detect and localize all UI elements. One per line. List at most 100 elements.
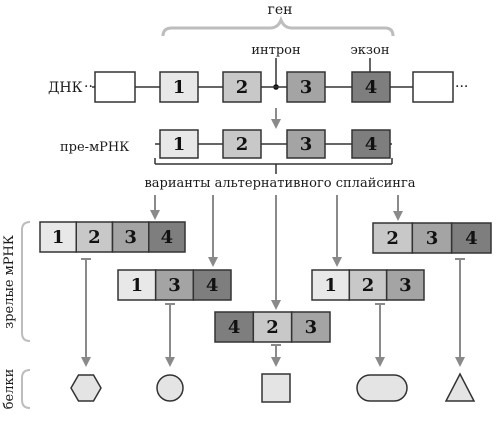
mature-mrna-2-exon-1: 1 — [117, 269, 157, 301]
mature-mrna-1-exon-2: 2 — [75, 221, 114, 253]
mature-mrna-4: 1 2 3 — [311, 269, 425, 301]
mature-mrna-2-exon-1-box — [117, 269, 157, 301]
mature-mrna-2: 1 3 4 — [117, 269, 232, 301]
mature-mrna-2-exon-2-number: 3 — [168, 275, 181, 296]
pre-mrna-label: пре-мРНК — [60, 140, 129, 155]
mature-mrna-1-exon-3: 3 — [111, 221, 150, 253]
dna-exon-3-box — [286, 71, 326, 103]
pre-mrna-exon-1: 1 — [159, 129, 199, 159]
gene-brace — [161, 15, 395, 37]
proteins — [70, 372, 476, 403]
dna-dots-right: ··· — [455, 79, 468, 95]
mature-mrna-1-exon-3-number: 3 — [124, 227, 137, 248]
pre-mrna-exon-3: 3 — [286, 129, 326, 159]
pre-mrna-exon-4-box — [351, 129, 391, 159]
pre-mrna-exon-4: 4 — [351, 129, 391, 159]
protein-triangle — [444, 372, 476, 402]
proteins-side-bracket — [21, 369, 31, 409]
mature-mrna-2-exon-3-number: 4 — [206, 275, 219, 296]
protein-square — [261, 373, 291, 403]
pre-mrna-exon-2-box — [222, 129, 262, 159]
mature-mrna-2-exon-3: 4 — [192, 269, 232, 301]
dna-flank-left — [94, 71, 136, 103]
pre-mrna-exon-2-number: 2 — [236, 134, 249, 155]
mature-mrna-5-exon-1: 2 — [372, 222, 414, 254]
dna-exon-2-box — [222, 71, 262, 103]
mature-mrna-3-exon-3: 3 — [290, 311, 331, 343]
protein-circle — [156, 374, 184, 402]
dna-exon-3: 3 — [286, 71, 326, 103]
mature-mrna-1-exon-2-number: 2 — [88, 227, 101, 248]
mature-mrna-5-exon-1-number: 2 — [386, 228, 399, 249]
mature-mrna-4-exon-2-box — [348, 269, 388, 301]
pre-mrna-exon-3-number: 3 — [300, 134, 313, 155]
mature-mrna-4-exon-2: 2 — [348, 269, 388, 301]
mature-mrna-3-exon-3-box — [290, 311, 331, 343]
dna-strand — [92, 71, 454, 103]
gene-label: ген — [268, 2, 293, 18]
mature-mrna-1-exon-1-number: 1 — [52, 227, 65, 248]
protein-rounded-rectangle — [356, 374, 408, 402]
mature-mrna-1: 1 2 3 4 — [39, 221, 186, 253]
dna-exon-1-box — [159, 71, 199, 103]
dna-exon-1-number: 1 — [173, 77, 186, 98]
mature-mrna-2-exon-3-box — [192, 269, 232, 301]
dna-exon-2: 2 — [222, 71, 262, 103]
mature-mrna-2-exon-2: 3 — [154, 269, 195, 301]
mature-mrna-4-exon-1-number: 1 — [324, 275, 337, 296]
pre-mrna-exon-2: 2 — [222, 129, 262, 159]
splicing-arrows — [150, 164, 403, 310]
mature-mrna-5-exon-2-number: 3 — [426, 228, 439, 249]
mature-mrna-1-exon-1-box — [39, 221, 77, 253]
mature-mrna-1-exon-2-box — [75, 221, 114, 253]
mature-mrna-3-exon-3-number: 3 — [305, 317, 318, 338]
dna-exon-1: 1 — [159, 71, 199, 103]
mature-mrna-4-exon-3-number: 3 — [399, 275, 412, 296]
mature-mrna-3-exon-1-number: 4 — [228, 317, 241, 338]
mature-mrna-side-bracket — [21, 221, 31, 342]
mature-mrna-label: зрелые мРНК — [2, 235, 17, 329]
mature-mrna-4-exon-2-number: 2 — [362, 275, 375, 296]
dna-exon-4-number: 4 — [365, 77, 378, 98]
mature-mrna-3-exon-1-box — [214, 311, 255, 343]
dna-dots-left: ··· — [84, 79, 97, 95]
pre-mrna-exon-3-box — [286, 129, 326, 159]
mature-mrna-5-exon-3-box — [450, 222, 492, 254]
proteins-label: белки — [2, 369, 17, 410]
mature-mrna-5-exon-2: 3 — [411, 222, 453, 254]
pre-mrna-exon-1-number: 1 — [173, 134, 186, 155]
mature-mrna-3-exon-2-number: 2 — [266, 317, 279, 338]
splicing-label: варианты альтернативного сплайсинга — [144, 176, 415, 191]
mature-mrna-2-exon-1-number: 1 — [131, 275, 144, 296]
protein-hexagon — [70, 374, 102, 402]
exon-label: экзон — [351, 43, 390, 58]
dna-flank-right — [412, 71, 454, 103]
translation-arrows — [81, 258, 465, 367]
mature-mrna-1-exon-1: 1 — [39, 221, 77, 253]
mature-mrna-3-exon-1: 4 — [214, 311, 255, 343]
dna-exon-4: 4 — [351, 71, 391, 103]
dna-exon-4-box — [351, 71, 391, 103]
dna-exons: 1 2 3 4 — [159, 71, 391, 103]
mature-mrna-3-exon-2: 2 — [252, 311, 293, 343]
mature-mrna-5-exon-3: 4 — [450, 222, 492, 254]
mature-mrna-4-exon-3-box — [385, 269, 425, 301]
mature-mrna-4-exon-1: 1 — [311, 269, 351, 301]
dna-exon-3-number: 3 — [300, 77, 313, 98]
mature-mrna-3: 4 2 3 — [214, 311, 331, 343]
mature-mrna-1-exon-4-box — [148, 221, 186, 253]
mature-mrna-1-exon-4: 4 — [148, 221, 186, 253]
mature-mrna-3-exon-2-box — [252, 311, 293, 343]
mature-mrna-4-exon-3: 3 — [385, 269, 425, 301]
splicing-bracket — [154, 158, 393, 165]
pre-mrna-exon-1-box — [159, 129, 199, 159]
intron-label: интрон — [251, 43, 300, 58]
mature-mrna-1-exon-4-number: 4 — [161, 227, 174, 248]
dna-exon-2-number: 2 — [236, 77, 249, 98]
pre-mrna-exon-4-number: 4 — [365, 134, 378, 155]
pre-mrna-exons: 1 2 3 4 — [159, 129, 391, 159]
mature-mrna-4-exon-1-box — [311, 269, 351, 301]
